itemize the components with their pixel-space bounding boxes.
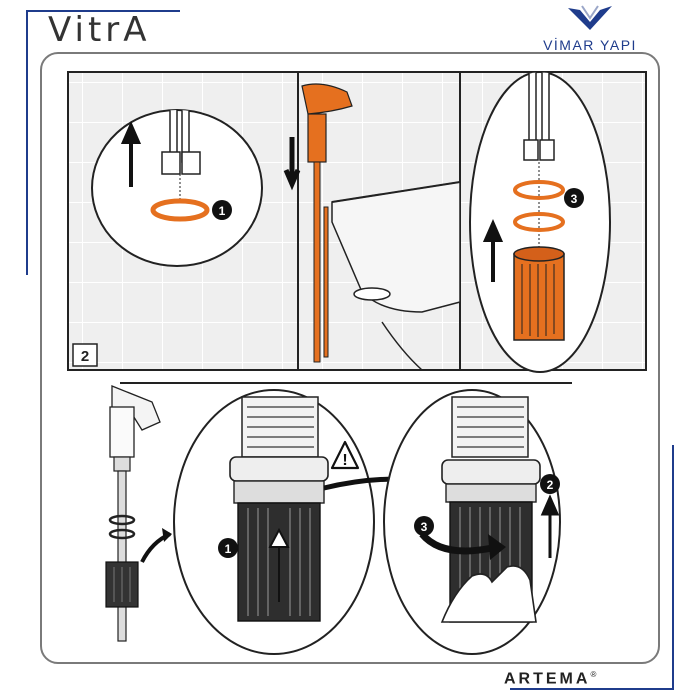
up-arrow-icon: [540, 494, 560, 558]
faucet-underside: [105, 385, 172, 642]
brand-name-vimar: VİMAR YAPI: [543, 37, 637, 53]
detail-hose-seal: 1: [91, 109, 263, 267]
callout-seals-right: 3: [571, 192, 578, 206]
up-arrow-icon: [120, 121, 142, 187]
down-arrow-icon: [283, 137, 301, 191]
frame-line-bottom-right: [510, 688, 674, 690]
brand-logo-vitra: VitrA: [48, 10, 151, 50]
detail-push-nut: 1: [173, 389, 375, 655]
frame-line-top-left: [26, 10, 180, 12]
up-arrow-icon: [268, 527, 290, 602]
brand-logo-artema: ARTEMA®: [504, 670, 596, 688]
brand-name-artema: ARTEMA: [504, 670, 591, 688]
up-arrow-icon: [482, 219, 504, 282]
vimar-wing-icon: [568, 5, 612, 30]
brand-logo-vimar: VİMAR YAPI: [530, 4, 650, 53]
installation-diagram: 2 1: [67, 71, 647, 655]
warning-mark: !: [342, 452, 347, 469]
callout-push-up: 1: [225, 542, 232, 556]
faucet-insertion: [283, 83, 461, 371]
hand-icon: [440, 565, 537, 623]
registered-mark: ®: [590, 670, 597, 679]
step-label: 2: [81, 348, 89, 365]
detail-rotate-nut: 3 2: [383, 389, 561, 655]
callout-rotate: 3: [421, 520, 428, 534]
warning-icon: !: [330, 440, 360, 470]
callout-lift-up: 2: [547, 478, 554, 492]
rotate-arrow-icon: [419, 531, 493, 555]
frame-line-left: [26, 10, 28, 275]
frame-line-right: [672, 445, 674, 690]
callout-seal-top: 1: [219, 204, 226, 218]
detail-seals-nut: 3: [469, 71, 611, 373]
instruction-card: 2 1: [40, 52, 660, 664]
